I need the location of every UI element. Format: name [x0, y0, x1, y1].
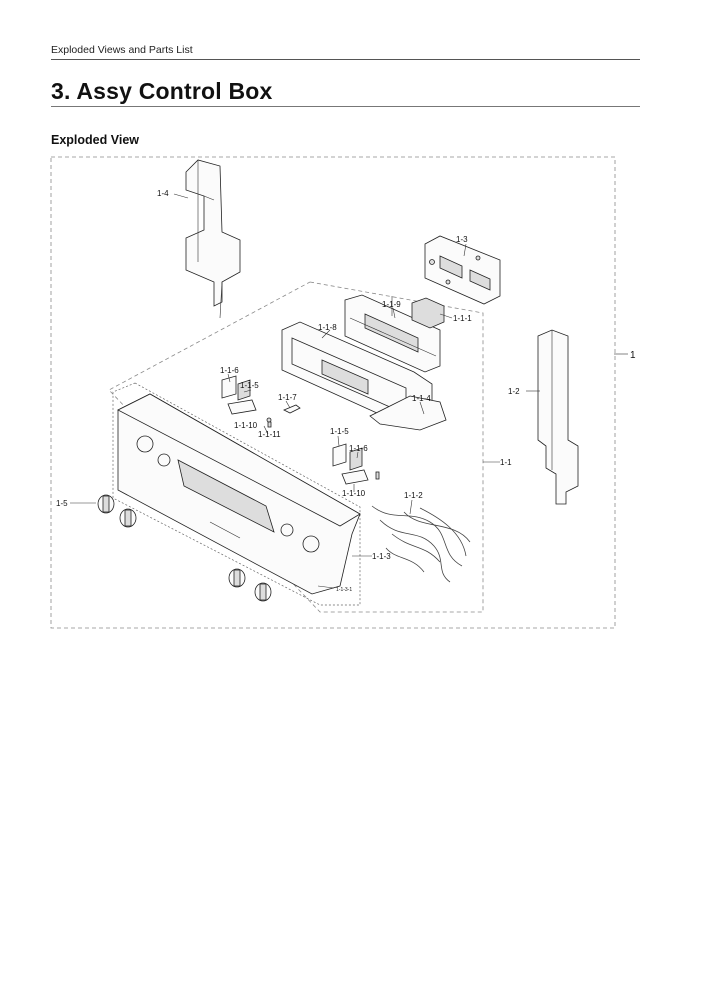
page-title: 3. Assy Control Box [51, 78, 273, 104]
callout-1-4: 1-4 [157, 189, 169, 198]
callout-1-1-5-right: 1-1-5 [330, 427, 349, 436]
part-knobs [97, 494, 272, 602]
part-display-window [281, 321, 447, 431]
callout-1-1-8: 1-1-8 [318, 323, 337, 332]
knob-2 [119, 508, 137, 528]
callout-1-1-10-right: 1-1-10 [342, 489, 366, 498]
callout-1-2: 1-2 [508, 387, 520, 396]
subassembly-1-1-3-region [112, 382, 361, 606]
knob-4 [254, 582, 272, 602]
part-switch-right [332, 443, 380, 485]
callout-1-1-9: 1-1-9 [382, 300, 401, 309]
page-header: Exploded Views and Parts List [51, 44, 193, 56]
part-clip [283, 404, 301, 414]
callout-1-1-2: 1-1-2 [404, 491, 423, 500]
callout-1-5: 1-5 [56, 499, 68, 508]
callout-1-1-5-left: 1-1-5 [240, 381, 259, 390]
header-rule [51, 59, 640, 60]
part-end-bracket-left [185, 159, 241, 319]
callout-1-1-10-left: 1-1-10 [234, 421, 258, 430]
callout-1-1-6-right: 1-1-6 [349, 444, 368, 453]
subassembly-1-1-region [108, 281, 484, 613]
callout-1-1: 1-1 [500, 458, 512, 467]
part-switch-left [221, 375, 272, 428]
callout-1-3: 1-3 [456, 235, 468, 244]
callout-1: 1 [630, 350, 636, 361]
part-display-bracket [344, 294, 441, 373]
section-subtitle: Exploded View [51, 133, 139, 147]
knob-1 [97, 494, 115, 514]
callout-1-1-11: 1-1-11 [258, 430, 281, 439]
callout-1-1-6-left: 1-1-6 [220, 366, 239, 375]
diagram-frame [50, 156, 616, 629]
part-wire-harness [371, 505, 471, 583]
callout-1-1-3-1: 1-1-3-1 [336, 587, 352, 593]
part-control-panel [117, 393, 361, 595]
callout-1-1-1: 1-1-1 [453, 314, 472, 323]
part-end-bracket-right [537, 329, 579, 505]
callout-1-1-3: 1-1-3 [372, 552, 391, 561]
callout-1-1-7: 1-1-7 [278, 393, 297, 402]
knob-3 [228, 568, 246, 588]
title-rule [51, 106, 640, 107]
part-main-pcb [424, 235, 501, 305]
part-small-module [411, 297, 445, 329]
callout-1-1-4: 1-1-4 [412, 394, 431, 403]
